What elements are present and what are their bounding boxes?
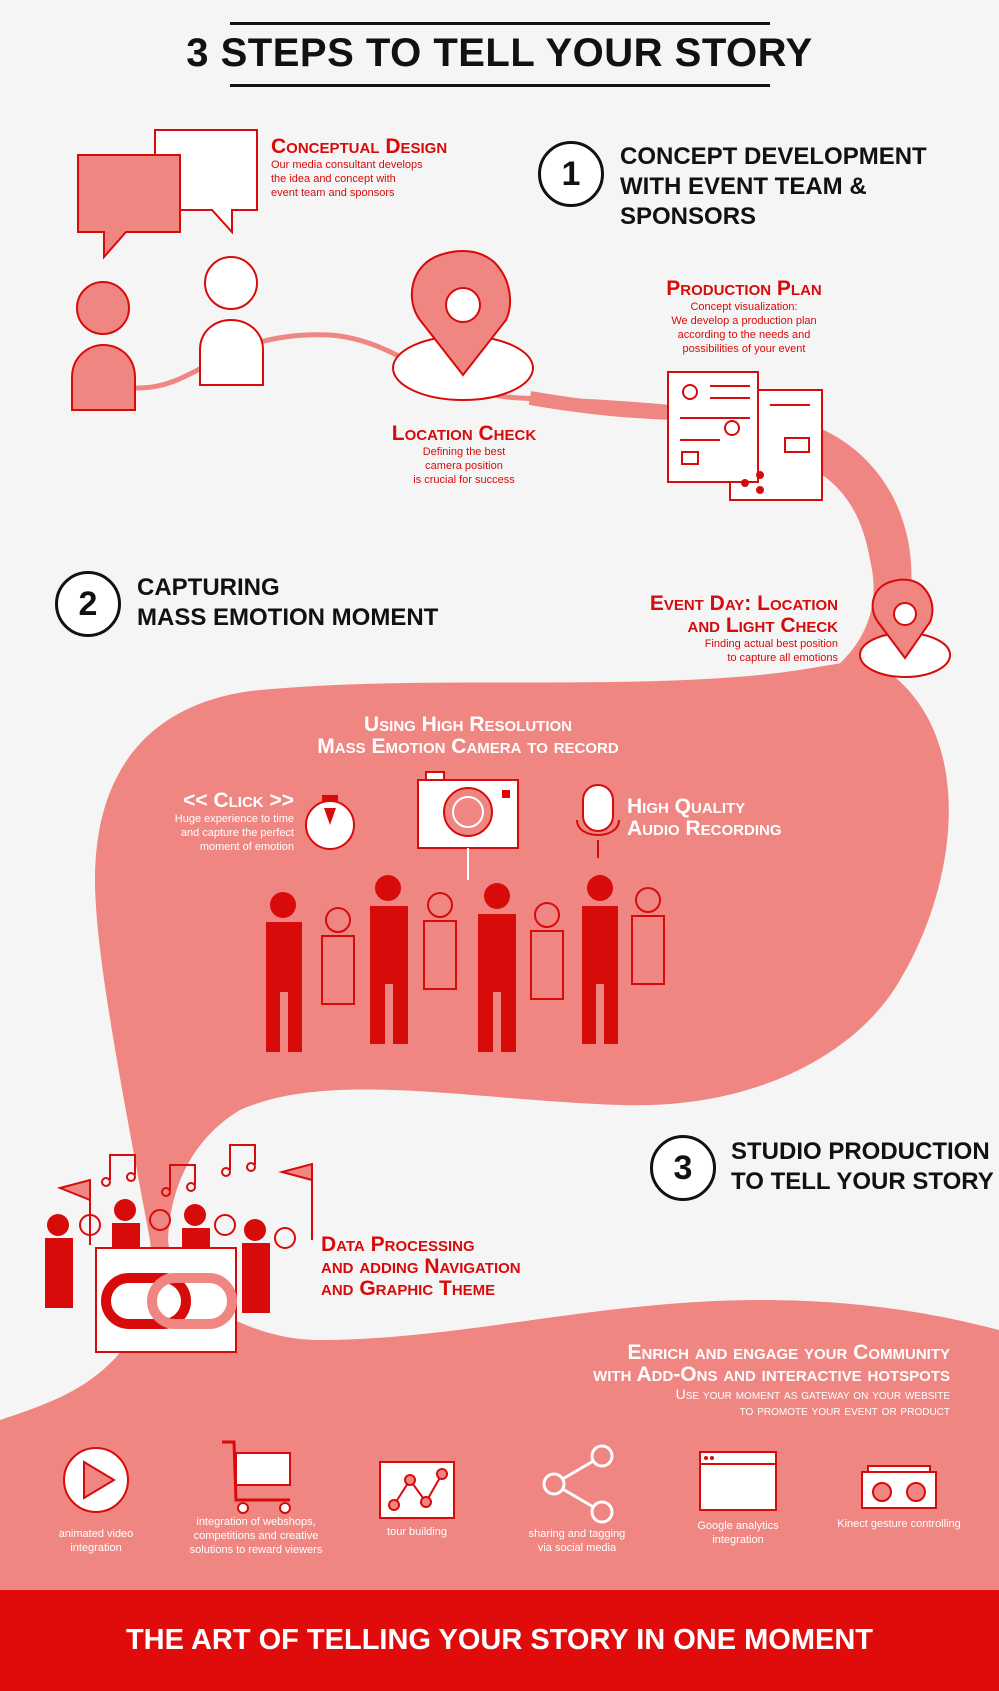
microphone-icon [576, 784, 620, 858]
share-icon [542, 1444, 614, 1524]
event-location-pin-icon [859, 578, 951, 678]
production-plan-block: Production Plan Concept visualization: W… [629, 278, 859, 356]
location-check-heading: Location Check [391, 422, 537, 445]
conceptual-design-heading: Conceptual Design [271, 135, 448, 158]
vr-headset-icon [861, 1465, 937, 1509]
step-2-number: 2 [55, 571, 121, 637]
addon-tour-label: tour building [387, 1526, 447, 1538]
click-block: << Click >> Huge experience to time and … [146, 790, 294, 854]
browser-icon [699, 1451, 777, 1511]
step-1-number: 1 [538, 141, 604, 207]
title-text: 3 STEPS TO TELL YOUR STORY [186, 31, 813, 75]
audio-block: High Quality Audio Recording [627, 795, 782, 840]
tour-icon [379, 1461, 455, 1519]
speech-bubbles-icon [77, 129, 258, 260]
cart-icon [222, 1440, 291, 1514]
conceptual-design-block: Conceptual Design Our media consultant d… [271, 135, 448, 200]
capture-blob [95, 660, 949, 1240]
title-rule-bottom [229, 84, 770, 87]
event-day-heading: Event Day: Location [649, 592, 838, 615]
production-plan-heading: Production Plan [666, 277, 822, 300]
audio-heading: High Quality [627, 795, 746, 818]
documents-icon [667, 371, 823, 501]
location-pin-icon [392, 249, 534, 401]
camera-block: Using High Resolution Mass Emotion Camer… [268, 714, 668, 758]
enrich-heading: Enrich and engage your Community [627, 1341, 950, 1364]
crowd-icon [266, 875, 665, 1052]
play-icon [63, 1447, 129, 1513]
data-processing-heading: Data Processing [321, 1233, 475, 1256]
data-processing-block: Data Processing and adding Navigation an… [321, 1233, 521, 1300]
consultant-person-icon [71, 281, 136, 411]
click-heading: << Click >> [183, 789, 294, 812]
step-3-number: 3 [650, 1135, 716, 1201]
page-title: 3 STEPS TO TELL YOUR STORY [0, 22, 999, 87]
step-3-title: STUDIO PRODUCTION TO TELL YOUR STORY [731, 1138, 994, 1195]
link-icon [101, 1273, 237, 1329]
footer-banner: THE ART OF TELLING YOUR STORY IN ONE MOM… [0, 1590, 999, 1691]
addon-webshop-label: integration of webshops,competitions and… [189, 1516, 323, 1556]
client-person-icon [199, 256, 264, 386]
enrich-block: Enrich and engage your Community with Ad… [450, 1341, 950, 1419]
title-rule-top [229, 22, 770, 25]
step-1-title: CONCEPT DEVELOPMENT WITH EVENT TEAM & SP… [620, 143, 927, 230]
stopwatch-icon [305, 795, 355, 850]
camera-icon [417, 771, 519, 880]
camera-heading: Using High Resolution [363, 713, 572, 736]
location-check-block: Location Check Defining the best camera … [364, 423, 564, 487]
event-day-block: Event Day: Location and Light Check Find… [580, 593, 838, 665]
addons-area [0, 1288, 999, 1590]
step-2-title: CAPTURING MASS EMOTION MOMENT [137, 574, 439, 631]
addon-kinect-label: Kinect gesture controlling [837, 1518, 961, 1530]
